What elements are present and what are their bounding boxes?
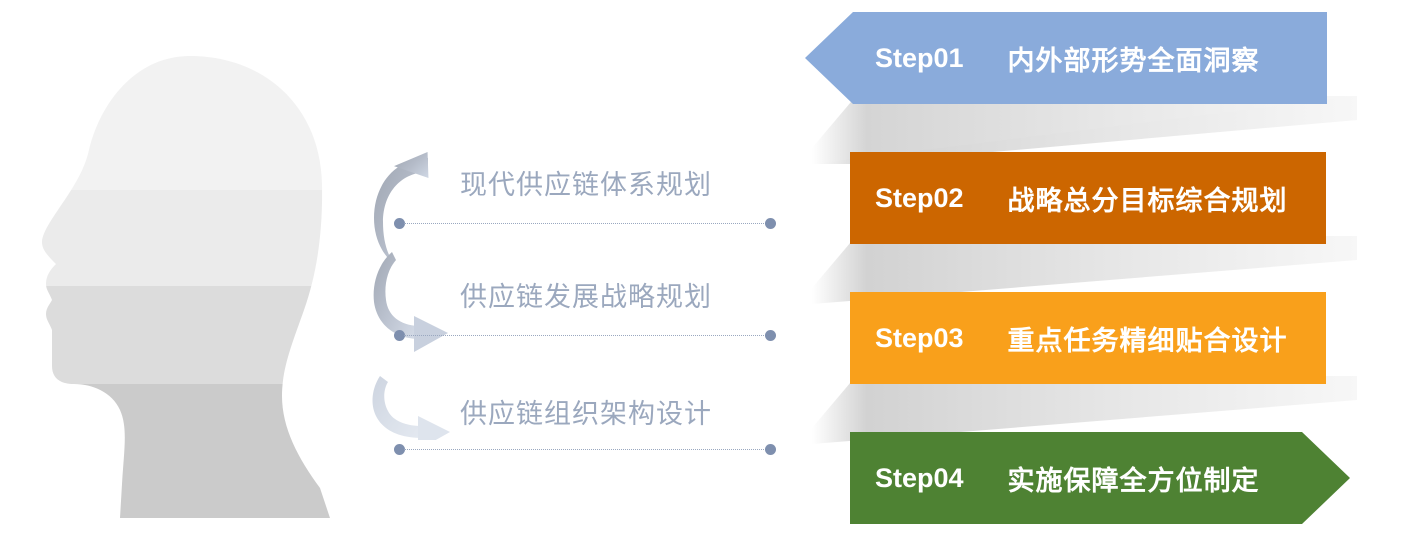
head-band-3 [42, 286, 330, 384]
left-label-2: 供应链组织架构设计 [460, 399, 712, 429]
curved-arrow-down-icon-3 [372, 376, 450, 450]
dotted-connector-0 [394, 218, 776, 230]
head-band-4 [42, 384, 330, 518]
head-band-2 [42, 190, 330, 286]
connector-dot-right [765, 444, 776, 455]
step-banner-shape-2 [850, 152, 1326, 244]
diagonal-ribbon-icon [812, 96, 1357, 164]
step-banner-shape-4 [850, 432, 1350, 524]
step-banner-shape-3 [850, 292, 1326, 384]
step-banner-shape-1 [805, 12, 1327, 104]
diagonal-ribbon-2 [812, 376, 1357, 444]
curved-arrow-down-icon-1 [374, 152, 429, 264]
connector-dot-right [765, 330, 776, 341]
step-banner-content-2: Step02 战略总分目标综合规划 [850, 152, 1326, 244]
diagonal-ribbon-icon [812, 376, 1357, 444]
head-profile-silhouette-icon [42, 56, 330, 518]
connector-dot-left [394, 444, 405, 455]
step-title-1: 内外部形势全面洞察 [1007, 45, 1260, 76]
connector-dot-left [394, 218, 405, 229]
step-title-2: 战略总分目标综合规划 [1007, 185, 1288, 216]
step-banner-1[interactable]: Step01 内外部形势全面洞察 [805, 12, 1327, 104]
head-band-1 [42, 56, 330, 190]
step-banner-2[interactable]: Step02 战略总分目标综合规划 [850, 152, 1326, 244]
step-banner-content-1: Step01 内外部形势全面洞察 [805, 12, 1327, 104]
step-id-1: Step01 [875, 42, 964, 73]
connector-line [404, 335, 766, 336]
head-bands-group [42, 56, 330, 518]
left-label-0: 现代供应链体系规划 [460, 170, 712, 200]
diagonal-ribbon-1 [812, 236, 1357, 304]
step-id-4: Step04 [875, 462, 964, 493]
step-banner-content-3: Step03 重点任务精细贴合设计 [850, 292, 1326, 384]
diagonal-ribbon-0 [812, 96, 1357, 164]
step-title-4: 实施保障全方位制定 [1007, 465, 1260, 496]
step-banner-4[interactable]: Step04 实施保障全方位制定 [850, 432, 1350, 524]
diagonal-ribbon-icon [812, 236, 1357, 304]
connector-dot-left [394, 330, 405, 341]
step-banner-content-4: Step04 实施保障全方位制定 [850, 432, 1350, 524]
connector-line [404, 223, 766, 224]
connector-dot-right [765, 218, 776, 229]
head-profile-illustration [30, 18, 390, 518]
step-title-3: 重点任务精细贴合设计 [1007, 325, 1288, 356]
step-banner-3[interactable]: Step03 重点任务精细贴合设计 [850, 292, 1326, 384]
step-id-2: Step02 [875, 182, 964, 213]
connector-line [404, 449, 766, 450]
dotted-connector-2 [394, 444, 776, 456]
dotted-connector-1 [394, 330, 776, 342]
left-label-1: 供应链发展战略规划 [460, 282, 712, 312]
step-id-3: Step03 [875, 322, 964, 353]
curved-arrow-down-icon-2 [373, 252, 448, 352]
